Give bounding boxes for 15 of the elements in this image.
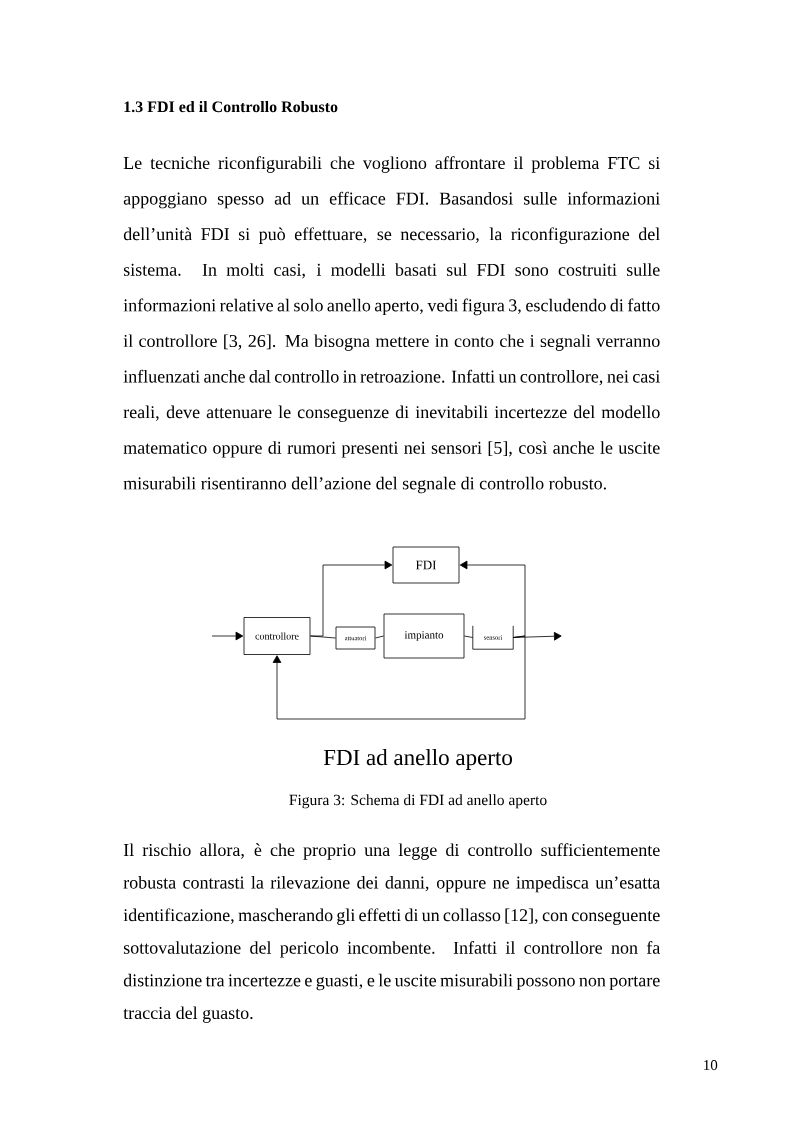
arrow xyxy=(211,631,244,641)
connector-line xyxy=(464,635,474,638)
figure-caption: Figura 3: Schema di FDI ad anello aperto xyxy=(289,794,547,809)
page-number: 10 xyxy=(704,1060,718,1071)
section-heading: 1.3 FDI ed il Controllo Robusto xyxy=(124,100,338,113)
arrow xyxy=(272,635,526,720)
block-box: impianto xyxy=(383,613,465,659)
figure-title: FDI ad anello aperto xyxy=(323,749,512,770)
block-box: FDI xyxy=(392,546,460,584)
arrow xyxy=(459,560,526,638)
connector-line xyxy=(375,635,384,639)
paragraph: Il rischio allora, è che proprio una legge di controllo sufficientemente robusta contrasti la rilevazione dei danni, oppure ne impedisca un’esatta identificazione, mascherando gli effetti di un collasso [12], con conseguente sottovalutazione del pericolo incombente. Infatti il controllore non fa distinzione tra incertezze e guasti, e le uscite misurabili possono non portare traccia del guasto. xyxy=(123,843,661,1023)
arrow xyxy=(310,560,393,637)
paragraph: Le tecniche riconfigurabili che vogliono affrontare il problema FTC si appoggiano spesso ad un efficace FDI. Basandosi sulle informazioni dell’unità FDI si può effettuare, se necessario, la riconfigurazione del sistema. In molti casi, i modelli basati sul FDI sono costruiti sulle informazioni relative al solo anello aperto, vedi figura 3, escludendo di fatto il controllore [3, 26]. Ma bisogna mettere in conto che i segnali verranno influenzati anche dal controllo in retroazione. Infatti un controllore, nei casi reali, deve attenuare le conseguenze di inevitabili incertezze del modello matematico oppure di rumori presenti nei sensori [5], così anche le uscite misurabili risentiranno dell’azione del segnale di controllo robusto. xyxy=(123,156,660,494)
block-box: controllore xyxy=(243,617,311,655)
